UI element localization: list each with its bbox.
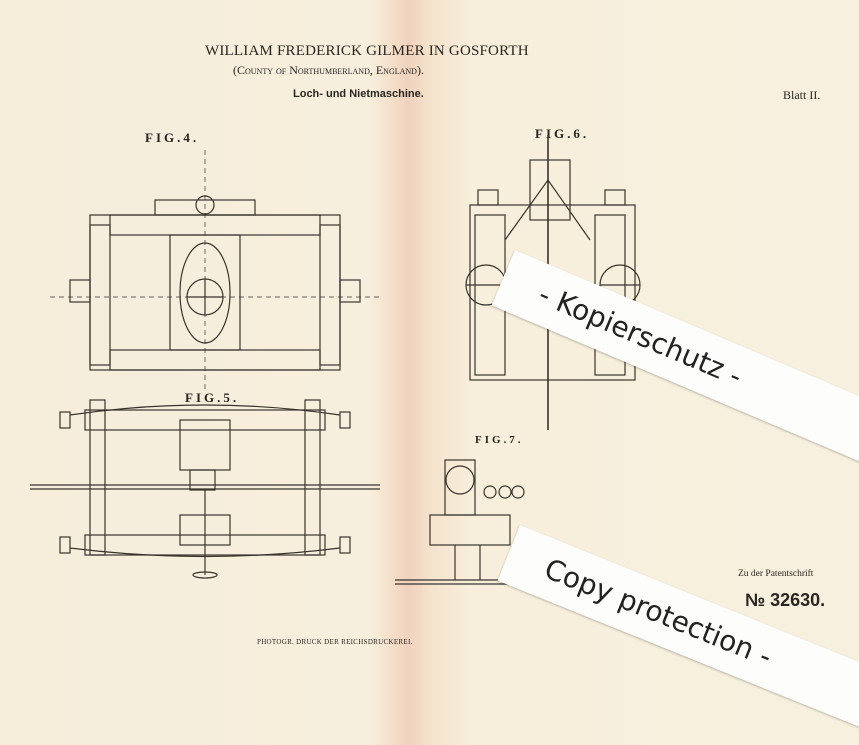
figure-4-drawing (50, 150, 380, 390)
patent-number: № 32630. (745, 590, 826, 610)
inventor-line: WILLIAM FREDERICK GILMER IN GOSFORTH (205, 43, 529, 59)
figure-5-drawing (30, 399, 380, 579)
location-line: (County of Northumberland, England). (233, 63, 424, 77)
sheet-number: Blatt II. (783, 88, 821, 102)
patent-reference-label: Zu der Patentschrift (738, 569, 814, 579)
figure-label-4: FIG.4. (145, 130, 200, 145)
printer-credit: PHOTOGR. DRUCK DER REICHSDRUCKEREI. (257, 638, 413, 646)
technical-drawings (30, 135, 641, 585)
figure-label-5: FIG.5. (185, 390, 240, 405)
figure-label-7: FIG.7. (475, 434, 524, 446)
figure-7-drawing (395, 459, 540, 585)
document-title: Loch- und Nietmaschine. (293, 88, 424, 100)
